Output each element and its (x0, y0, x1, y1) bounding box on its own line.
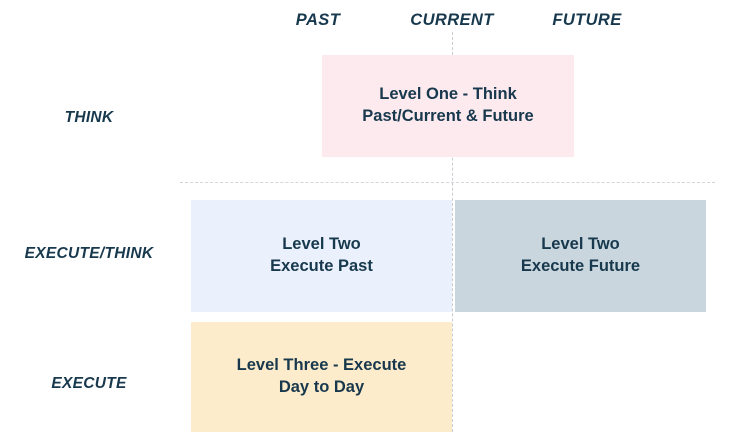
box-level-two-execute-past: Level Two Execute Past (191, 200, 452, 312)
row-label-execute-think: EXECUTE/THINK (24, 245, 154, 262)
box-level-three-label: Level Three - Execute Day to Day (236, 356, 407, 396)
column-header-future: FUTURE (552, 11, 622, 29)
box-level-three-execute-day-to-day: Level Three - Execute Day to Day (191, 322, 452, 432)
row-label-execute: EXECUTE (51, 375, 127, 392)
column-header-current: CURRENT (410, 11, 494, 29)
vertical-current-divider (452, 32, 453, 432)
box-level-one: Level One - Think Past/Current & Future (322, 55, 574, 157)
box-level-two-execute-past-label: Level Two Execute Past (270, 235, 373, 275)
column-header-past: PAST (295, 11, 341, 29)
box-level-two-execute-future: Level Two Execute Future (455, 200, 706, 312)
horizontal-think-execute-divider (180, 182, 715, 183)
box-level-two-execute-future-label: Level Two Execute Future (520, 235, 641, 275)
box-level-one-label: Level One - Think Past/Current & Future (362, 85, 534, 125)
row-label-think: THINK (64, 109, 114, 126)
